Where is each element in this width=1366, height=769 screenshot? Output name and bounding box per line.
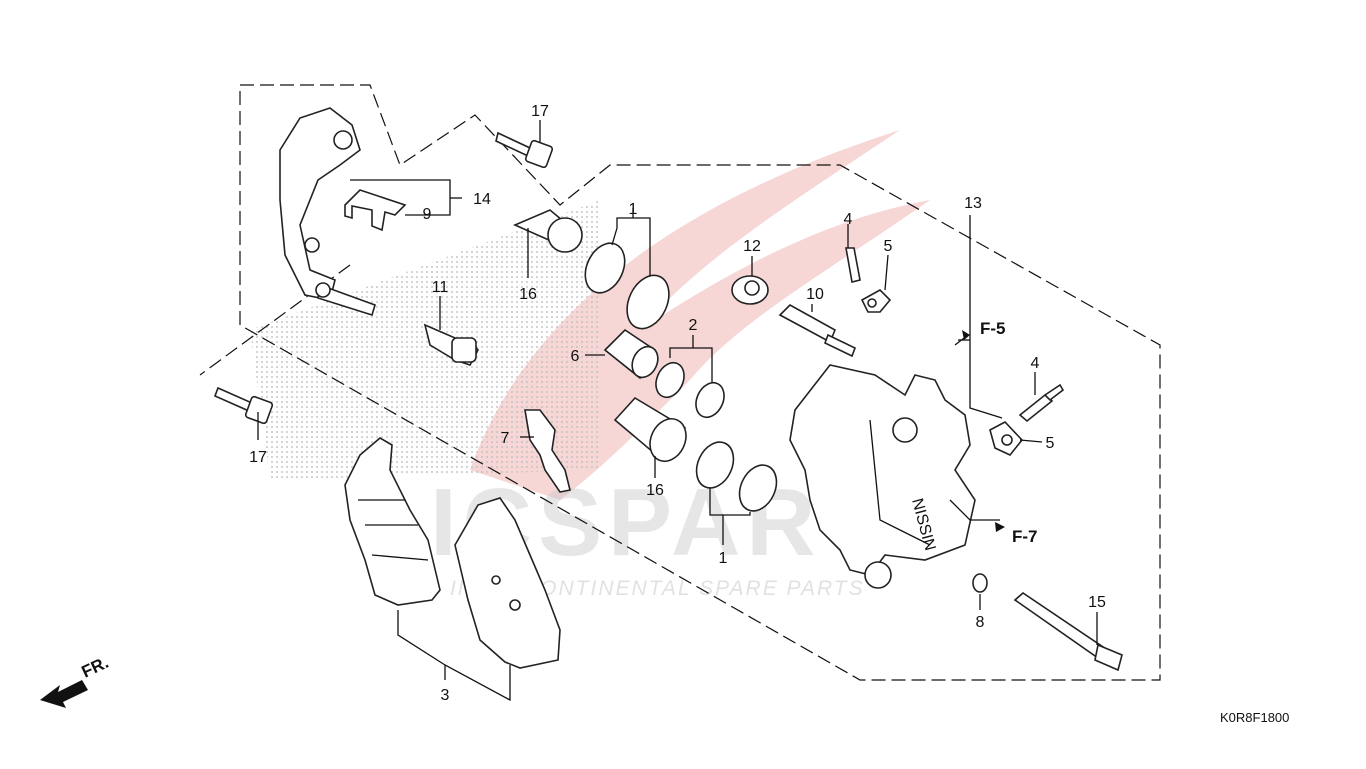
leader-lines [257,120,1098,702]
callout-17-top: 17 [531,103,549,120]
callout-11: 11 [432,279,449,296]
bolt-17-top [495,131,554,169]
watermark-dots-band [250,200,600,480]
pad-spring-clip-9 [344,189,407,232]
callout-12: 12 [743,238,761,255]
caliper-body: NISSIN [789,364,976,589]
seal-2a [655,361,685,399]
washer-5-right [989,421,1024,456]
caliper-bracket [279,107,376,317]
pin-boot-16-top [513,209,583,253]
callout-16-top: 16 [519,286,537,303]
callout-5-right: 5 [1046,435,1055,452]
callout-17-left: 17 [249,449,267,466]
outline-bracket-assembly [239,84,1161,681]
front-direction-arrow: FR. [40,653,112,708]
callout-7: 7 [501,430,510,447]
bleeder-cap-12 [731,275,769,305]
callout-9: 9 [423,206,432,223]
piston-16-bottom [613,396,687,462]
callout-2: 2 [689,317,698,334]
seal-1d [738,464,778,512]
pin-15 [1013,591,1123,672]
callout-1-top: 1 [629,201,638,218]
callout-10: 10 [806,286,824,303]
callout-6: 6 [571,348,580,365]
pin-10 [778,304,857,358]
bolt-17-left [213,386,274,425]
pad-spring-7 [524,409,571,493]
pin-11 [423,323,479,366]
callout-1-bottom: 1 [719,550,728,567]
washer-8 [972,573,988,593]
callout-16-bottom: 16 [646,482,664,499]
callout-14: 14 [473,191,491,208]
bleeder-screw-4-top [845,247,861,283]
reference-f7: F-7 [1012,527,1038,546]
arrow-f5-line [954,334,969,346]
seal-1c [695,441,735,489]
seal-2b [695,381,725,419]
bleeder-screw-4-right [1018,383,1065,423]
brake-pad-3-right [454,497,561,669]
callouts: 17 17 14 9 1 11 16 12 4 5 10 13 2 6 7 16… [249,103,1106,704]
washer-5-top [860,289,892,313]
reference-f5: F-5 [980,319,1006,338]
callout-5-top: 5 [884,238,893,255]
drawing-code: K0R8F1800 [1220,710,1289,725]
callout-4-top: 4 [844,211,853,228]
seal-1b [626,274,670,330]
arrow-f7 [995,522,1005,532]
brake-pad-3-left [344,437,441,606]
callout-15: 15 [1088,594,1106,611]
callout-3: 3 [441,687,450,704]
callout-4-right: 4 [1031,355,1040,372]
watermark-tagline: INTERCONTINENTAL SPARE PARTS [450,577,865,600]
callout-8: 8 [976,614,985,631]
piston-6 [603,328,659,380]
front-label: FR. [79,653,112,682]
seal-1a [584,242,626,294]
callout-13: 13 [964,195,982,212]
